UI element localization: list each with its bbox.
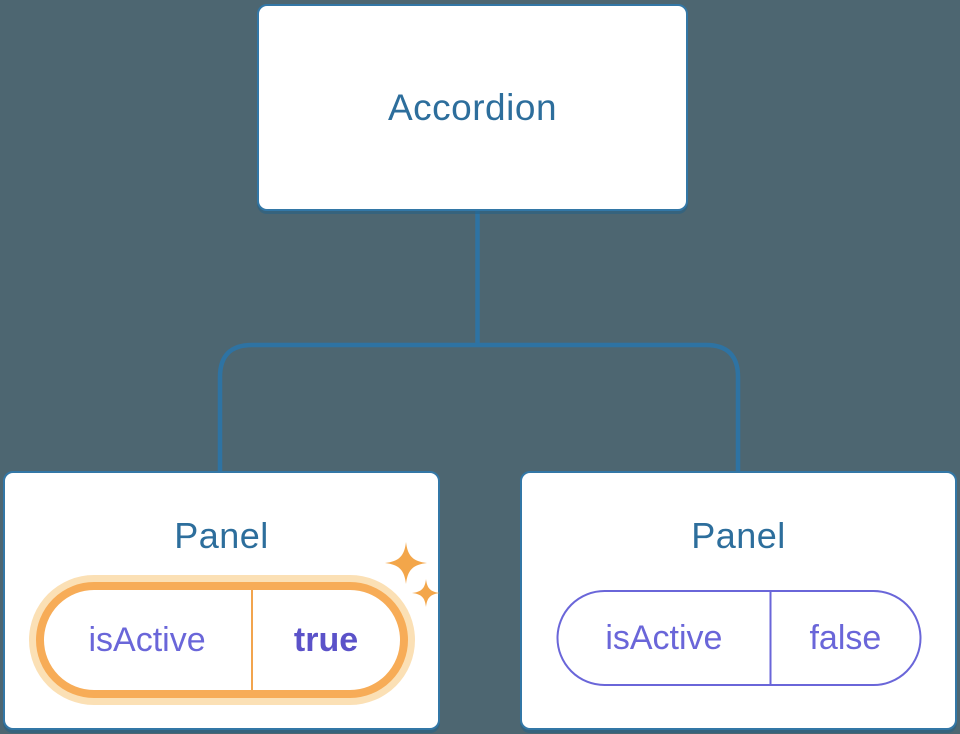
accordion-node: Accordion	[257, 4, 688, 211]
connector-branch	[217, 342, 741, 474]
prop-name: isActive	[88, 620, 206, 659]
sparkle-icon	[385, 542, 440, 607]
pill-divider	[769, 592, 772, 684]
prop-name: isActive	[605, 618, 723, 657]
prop-value: true	[293, 620, 359, 659]
state-pill-active: isActive true	[35, 582, 408, 698]
accordion-node-label: Accordion	[387, 86, 558, 128]
panel-node-label: Panel	[691, 515, 786, 556]
panel-node-active: Panel isActive true	[3, 471, 440, 730]
state-pill-inactive: isActive false	[556, 590, 921, 686]
pill-divider	[250, 590, 253, 690]
panel-node-label: Panel	[174, 515, 269, 556]
prop-value: false	[809, 618, 882, 657]
panel-node-inactive: Panel isActive false	[520, 471, 957, 730]
